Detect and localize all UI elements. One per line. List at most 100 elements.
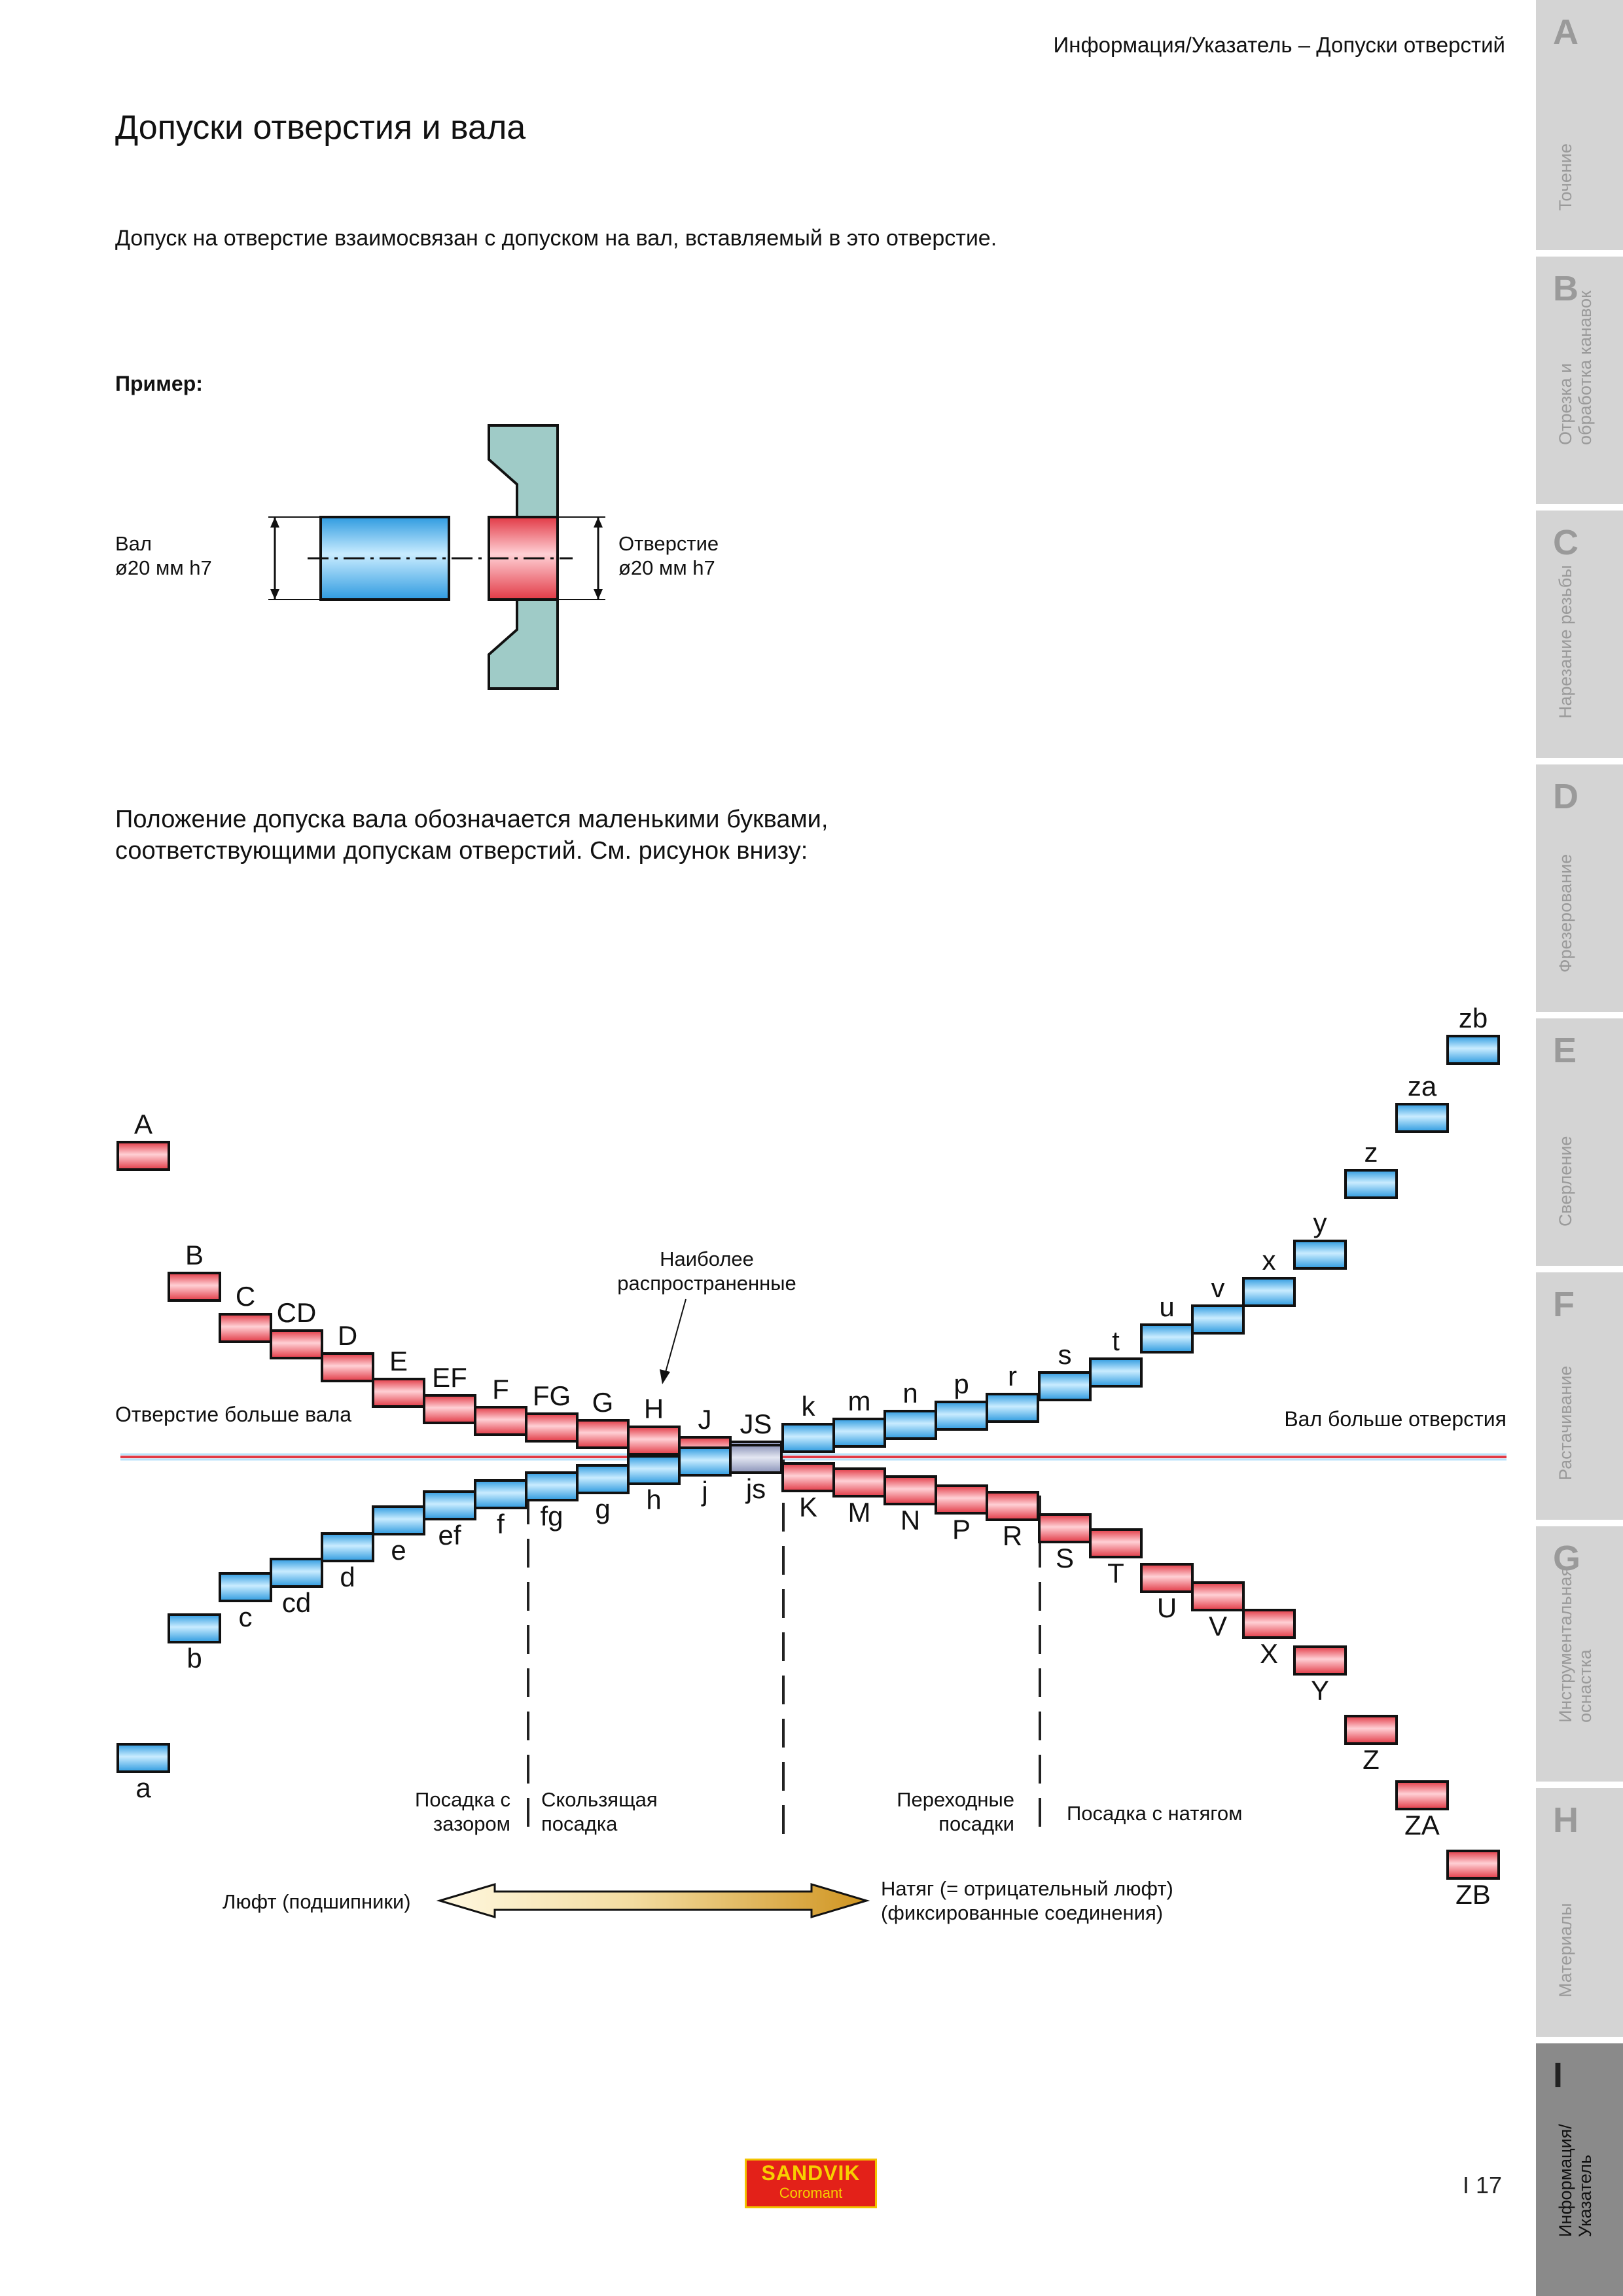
tab-e-drilling[interactable]: E Сверление: [1536, 1018, 1623, 1266]
shaft-zone-letter-zb: zb: [1458, 1003, 1488, 1033]
hole-zone-letter-t: T: [1107, 1558, 1124, 1588]
shaft-zone-letter-cd: cd: [281, 1587, 312, 1618]
hole-zone-letter-b: B: [185, 1240, 204, 1270]
shaft-zone-letter-c: c: [238, 1602, 253, 1632]
tab-c-threading[interactable]: C Нарезание резьбы: [1536, 511, 1623, 758]
shaft-zone-e: [372, 1505, 425, 1535]
shaft-zone-f: [474, 1479, 527, 1509]
page-header: Информация/Указатель – Допуски отверстий: [1053, 33, 1505, 57]
sliding-fit-label: Скользящая посадка: [541, 1788, 658, 1835]
shaft-zone-cd: [270, 1558, 323, 1588]
hole-zone-p: [935, 1484, 988, 1515]
shaft-zone-j: [678, 1446, 732, 1477]
shaft-zone-letter-j: j: [702, 1476, 708, 1507]
shaft-zone-v: [1191, 1304, 1245, 1335]
hole-zone-y: [1293, 1645, 1347, 1676]
hole-zone-za: [1395, 1780, 1449, 1810]
shaft-zone-y: [1293, 1240, 1347, 1270]
common-pointer-line: [664, 1299, 687, 1375]
hole-zone-letter-u: U: [1156, 1592, 1177, 1623]
hole-zone-m: [832, 1467, 886, 1498]
shaft-zone-letter-n: n: [902, 1378, 918, 1408]
shaft-zone-letter-za: za: [1407, 1071, 1437, 1102]
shaft-zone-letter-ef: ef: [438, 1520, 461, 1551]
hole-zone-r: [986, 1491, 1039, 1521]
most-common-label: Наиболее распространенные: [617, 1247, 796, 1295]
tab-f-boring[interactable]: F Растачивание: [1536, 1272, 1623, 1520]
shaft-zone-d: [321, 1532, 374, 1562]
tab-h-materials[interactable]: H Материалы: [1536, 1788, 1623, 2037]
shaft-zone-s: [1038, 1371, 1092, 1401]
common-pointer-arrow: [660, 1369, 670, 1384]
hole-zone-s: [1038, 1513, 1092, 1543]
shaft-dim-arrow-bottom: [270, 589, 279, 600]
shaft-zone-ef: [423, 1490, 476, 1520]
interference-label: Натяг (= отрицательный люфт) (фиксирован…: [881, 1877, 1173, 1924]
shaft-zone-letter-f: f: [497, 1509, 505, 1539]
hole-zone-fg: [525, 1412, 579, 1443]
shaft-zone-letter-v: v: [1211, 1272, 1225, 1303]
zero-line: [120, 1453, 1507, 1461]
tab-d-milling[interactable]: D Фрезерование: [1536, 764, 1623, 1012]
shaft-zone-k: [781, 1423, 835, 1453]
page-number: I 17: [1463, 2172, 1503, 2198]
hole-zone-letter-f: F: [492, 1374, 509, 1405]
clearance-fit-label: Посадка с зазором: [415, 1788, 510, 1835]
hole-zone-a: [116, 1141, 170, 1171]
hole-zone-letter-j: J: [698, 1404, 712, 1435]
shaft-zone-letter-d: d: [340, 1562, 355, 1592]
shaft-zone-letter-y: y: [1313, 1208, 1327, 1238]
shaft-zone-zb: [1446, 1035, 1500, 1065]
hole-zone-h: [627, 1426, 681, 1456]
hole-zone-letter-h: H: [643, 1393, 664, 1424]
intro-text: Допуск на отверстие взаимосвязан с допус…: [115, 226, 997, 251]
shaft-zone-n: [883, 1410, 937, 1440]
hole-zone-d: [321, 1352, 374, 1382]
shaft-zone-letter-z: z: [1364, 1137, 1378, 1168]
tab-a-turning[interactable]: A Точение: [1536, 0, 1623, 250]
play-label: Люфт (подшипники): [223, 1890, 411, 1913]
shaft-zone-x: [1242, 1277, 1296, 1307]
tolerance-zones: [116, 1035, 1500, 1880]
shaft-zone-letter-k: k: [801, 1391, 815, 1422]
shaft-zone-z: [1344, 1169, 1398, 1199]
shaft-dim-arrow-top: [270, 517, 279, 528]
shaft-zone-js: [729, 1444, 783, 1474]
shaft-zone-b: [168, 1613, 221, 1643]
hole-dim-arrow-top: [594, 517, 603, 528]
hole-zone-letter-x: X: [1259, 1638, 1278, 1669]
hole-zone-c: [219, 1313, 272, 1343]
hole-zone-cd: [270, 1329, 323, 1359]
shaft-zone-h: [627, 1455, 681, 1485]
hole-zone-t: [1089, 1528, 1143, 1558]
hole-zone-letter-k: K: [798, 1492, 817, 1522]
hole-zone-u: [1140, 1563, 1194, 1593]
hole-zone-e: [372, 1378, 425, 1408]
example-label: Пример:: [115, 372, 203, 395]
shaft-zone-letter-a: a: [135, 1772, 151, 1803]
hole-larger-label: Отверстие больше вала: [115, 1403, 352, 1426]
hole-label: Отверстие ø20 мм h7: [618, 532, 719, 579]
hole-zone-n: [883, 1475, 937, 1505]
tab-i-information-index[interactable]: I Информация/Указатель: [1536, 2043, 1623, 2296]
hole-zone-v: [1191, 1581, 1245, 1611]
hole-zone-zb: [1446, 1850, 1500, 1880]
hole-zone-k: [781, 1462, 835, 1492]
hole-zone-letter-fg: FG: [532, 1380, 571, 1411]
shaft-zone-u: [1140, 1323, 1194, 1354]
sandvik-coromant-logo: SANDVIK Coromant: [745, 2159, 877, 2208]
shaft-zone-c: [219, 1572, 272, 1602]
shaft-zone-letter-h: h: [646, 1484, 662, 1515]
hole-zone-letter-y: Y: [1310, 1675, 1329, 1706]
hole-zone-letter-z: Z: [1363, 1744, 1380, 1775]
shaft-zone-letter-p: p: [954, 1369, 969, 1399]
hole-zone-letter-n: N: [900, 1505, 921, 1535]
shaft-larger-label: Вал больше отверстия: [1284, 1407, 1507, 1431]
hole-zone-f: [474, 1406, 527, 1436]
hole-zone-letter-e: E: [389, 1346, 408, 1376]
shaft-zone-letter-u: u: [1159, 1291, 1175, 1322]
hole-zone-letter-g: G: [592, 1387, 614, 1418]
hole-zone-letter-p: P: [952, 1514, 971, 1545]
